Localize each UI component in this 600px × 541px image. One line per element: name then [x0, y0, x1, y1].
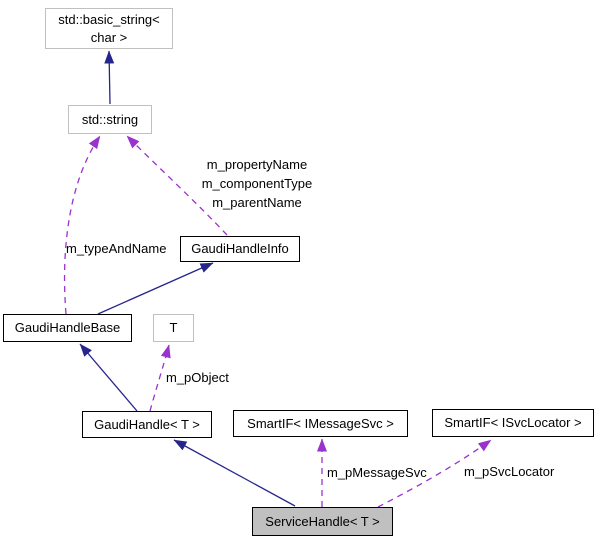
- edge-inherit-stdstring-to-basicstring: [104, 50, 115, 105]
- edge-inherit-handlebase-to-handleinfo: [97, 262, 214, 315]
- node-service-handle[interactable]: ServiceHandle< T >: [252, 507, 393, 536]
- node-smartif-imessagesvc[interactable]: SmartIF< IMessageSvc >: [233, 410, 408, 437]
- edge-label-typeandname: m_typeAndName: [66, 241, 167, 256]
- node-t: T: [153, 314, 194, 342]
- node-std-string: std::string: [68, 105, 152, 134]
- edge-usage-handleinfo-to-stdstring: [126, 135, 228, 236]
- node-gaudi-handle-info[interactable]: GaudiHandleInfo: [180, 236, 300, 262]
- edge-usage-gaudihandle-to-t: [149, 344, 171, 412]
- node-std-basic-string: std::basic_string< char >: [45, 8, 173, 49]
- edge-label-pobject: m_pObject: [166, 370, 229, 385]
- node-smartif-isvclocator[interactable]: SmartIF< ISvcLocator >: [432, 409, 594, 437]
- edge-usage-servicehandle-to-isvclocator: [377, 439, 492, 508]
- edge-usage-handlebase-to-stdstring: [63, 135, 101, 315]
- edge-inherit-servicehandle-to-gaudihandle: [173, 439, 296, 507]
- node-gaudi-handle-base[interactable]: GaudiHandleBase: [3, 314, 132, 342]
- edge-label-psvclocator: m_pSvcLocator: [464, 464, 555, 479]
- node-gaudi-handle[interactable]: GaudiHandle< T >: [82, 411, 212, 438]
- edge-label-pmessagesvc: m_pMessageSvc: [327, 465, 427, 480]
- edge-label-propertyname-componenttype-parentname: m_propertyName m_componentType m_parentN…: [201, 157, 313, 210]
- edge-inherit-gaudihandle-to-handlebase: [79, 343, 138, 412]
